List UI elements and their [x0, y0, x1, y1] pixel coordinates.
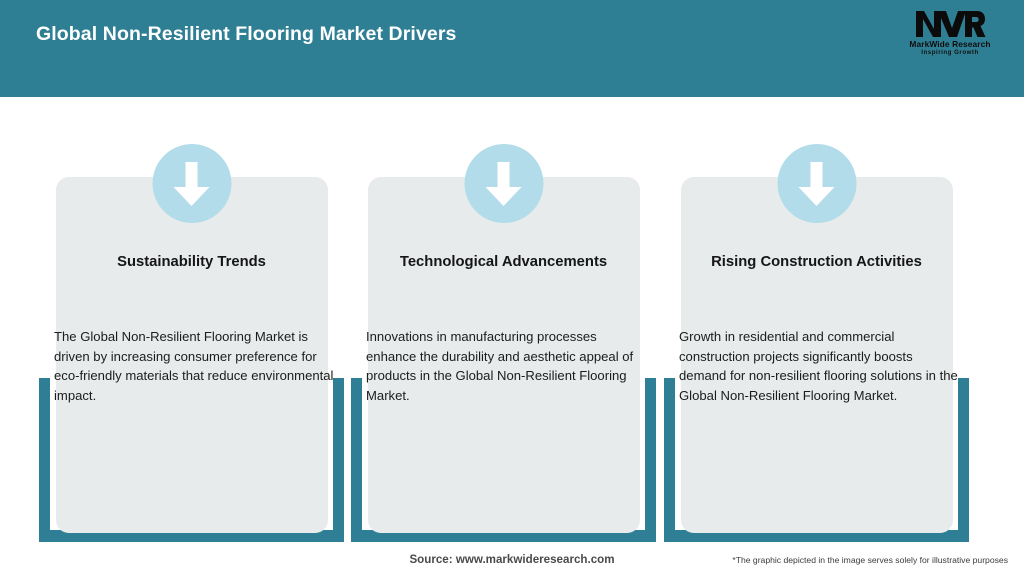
driver-card-3: Rising Construction Activities Growth in… [655, 97, 978, 576]
bracket-left-bar [351, 378, 362, 542]
bracket-right-bar [333, 378, 344, 542]
source-label: Source: www.markwideresearch.com [409, 553, 615, 566]
arrow-down-icon [777, 144, 856, 223]
bracket-left-bar [664, 378, 675, 542]
bracket-bottom-bar [351, 530, 656, 542]
card-body-text: The Global Non-Resilient Flooring Market… [54, 329, 334, 403]
logo-tagline: Inspiring Growth [921, 49, 979, 56]
card-title: Sustainability Trends [117, 254, 266, 270]
card-title: Rising Construction Activities [711, 254, 922, 270]
bracket-bottom-bar [664, 530, 969, 542]
page-header: Global Non-Resilient Flooring Market Dri… [0, 0, 1024, 97]
drivers-card-grid: Sustainability Trends The Global Non-Res… [0, 97, 1024, 576]
bracket-right-bar [958, 378, 969, 542]
card-title: Technological Advancements [399, 254, 608, 270]
logo-company-name: MarkWide Research [909, 39, 991, 49]
bracket-left-bar [39, 378, 50, 542]
card-bracket [351, 378, 656, 542]
arrow-down-icon [464, 144, 543, 223]
card-bracket [39, 378, 344, 542]
arrow-down-icon [152, 144, 231, 223]
disclaimer-note: *The graphic depicted in the image serve… [732, 555, 1008, 565]
bracket-bottom-bar [39, 530, 344, 542]
card-panel [681, 177, 953, 533]
page-title: Global Non-Resilient Flooring Market Dri… [36, 23, 457, 45]
brand-logo: MarkWide Research Inspiring Growth [898, 9, 1002, 61]
bracket-right-bar [645, 378, 656, 542]
card-bracket [664, 378, 969, 542]
card-panel [56, 177, 328, 533]
card-body-text: Innovations in manufacturing processes e… [366, 329, 634, 403]
card-panel [368, 177, 640, 533]
driver-card-1: Sustainability Trends The Global Non-Res… [30, 97, 353, 576]
driver-card-2: Technological Advancements Innovations i… [342, 97, 665, 576]
logo-mark-icon [898, 9, 1002, 39]
card-body-text: Growth in residential and commercial con… [679, 329, 958, 403]
